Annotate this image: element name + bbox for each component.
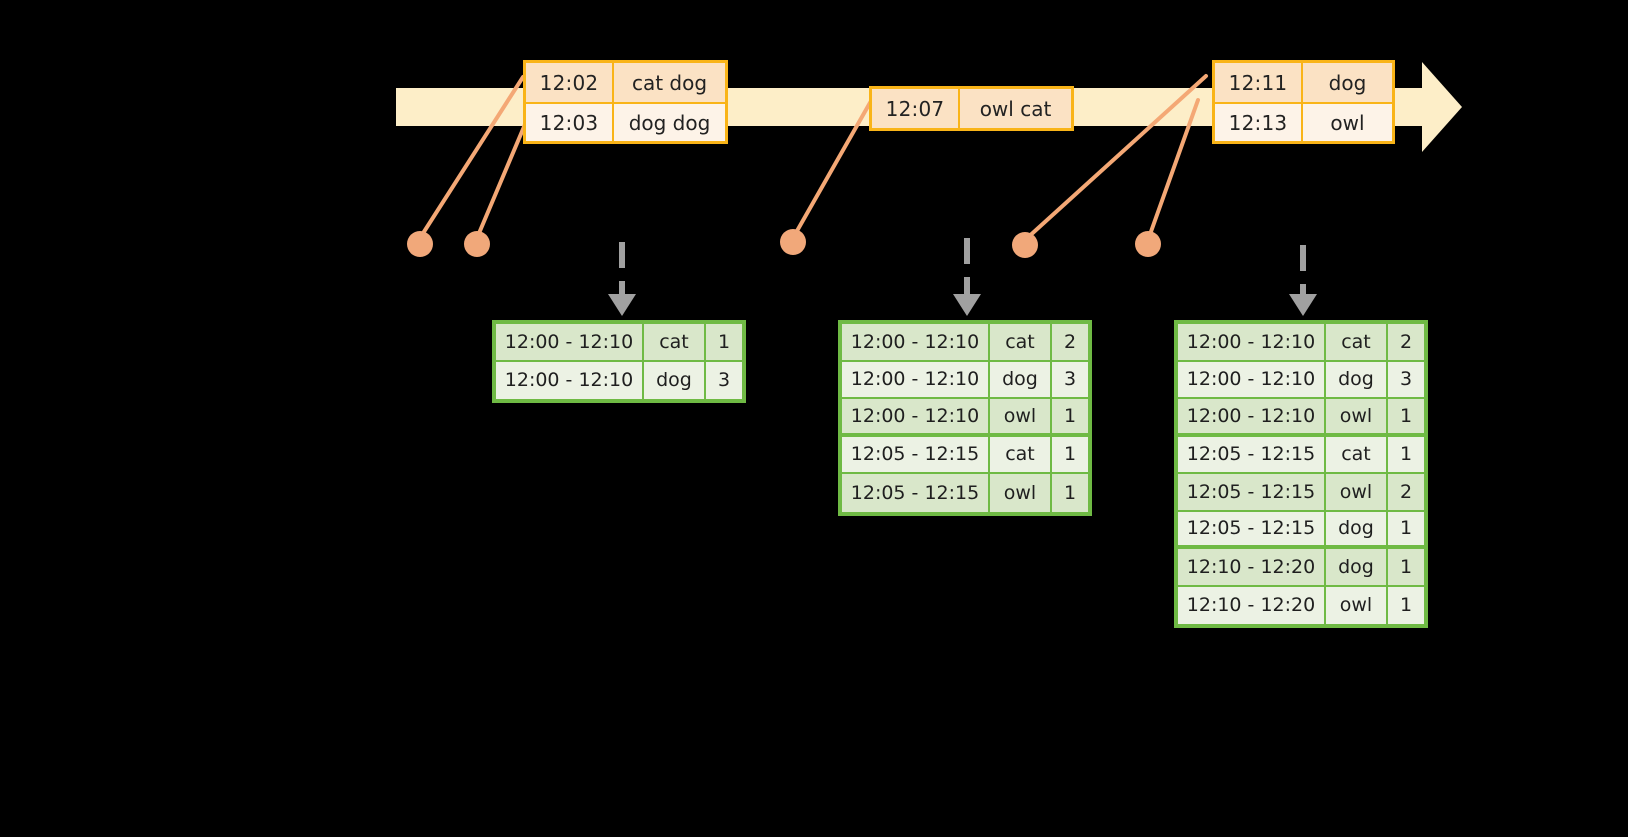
cell-window: 12:00 - 12:10 bbox=[1178, 361, 1326, 397]
table-row: 12:00 - 12:10 dog 3 bbox=[1178, 361, 1424, 399]
result-table-2[interactable]: 12:00 - 12:10 cat 2 12:00 - 12:10 dog 3 … bbox=[838, 320, 1092, 516]
event-time: 12:13 bbox=[1215, 104, 1303, 141]
event-box-3[interactable]: 12:11 dog 12:13 owl bbox=[1212, 60, 1395, 144]
dashed-arrow-head-icon-1 bbox=[608, 294, 636, 316]
event-box-1[interactable]: 12:02 cat dog 12:03 dog dog bbox=[523, 60, 728, 144]
dashed-arrow-heads bbox=[608, 294, 1317, 316]
event-time: 12:07 bbox=[872, 89, 960, 128]
cell-window: 12:05 - 12:15 bbox=[842, 474, 990, 512]
event-time: 12:02 bbox=[526, 63, 614, 102]
cell-count: 2 bbox=[1399, 480, 1413, 503]
cell-window: 12:00 - 12:10 bbox=[496, 361, 644, 399]
event-words: dog dog bbox=[628, 110, 711, 135]
event-row: 12:02 cat dog bbox=[526, 63, 725, 102]
table-row: 12:00 - 12:10 dog 3 bbox=[842, 361, 1088, 399]
table-row: 12:05 - 12:15 cat 1 bbox=[1178, 436, 1424, 474]
cell-window: 12:05 - 12:15 bbox=[1178, 511, 1326, 545]
event-row: 12:03 dog dog bbox=[526, 102, 725, 141]
dashed-arrows bbox=[619, 238, 1306, 296]
result-table-1[interactable]: 12:00 - 12:10 cat 1 12:00 - 12:10 dog 3 bbox=[492, 320, 746, 403]
event-time: 12:03 bbox=[526, 104, 614, 141]
cell-count: 1 bbox=[1399, 517, 1413, 540]
cell-count: 2 bbox=[1399, 330, 1413, 353]
cell-window: 12:05 - 12:15 bbox=[842, 436, 990, 472]
cell-word: dog bbox=[1326, 511, 1388, 545]
cell-word: dog bbox=[644, 361, 706, 399]
event-row: 12:11 dog bbox=[1215, 63, 1392, 102]
table-row: 12:00 - 12:10 dog 3 bbox=[496, 361, 742, 399]
cell-word: dog bbox=[1326, 549, 1388, 585]
dashed-arrow-head-icon-3 bbox=[1289, 294, 1317, 316]
connector-dot-2 bbox=[464, 231, 490, 257]
table-row: 12:05 - 12:15 dog 1 bbox=[1178, 511, 1424, 549]
cell-word: owl bbox=[990, 399, 1052, 433]
connector-line-1 bbox=[418, 75, 525, 240]
cell-word: owl bbox=[1326, 399, 1388, 433]
table-row: 12:05 - 12:15 cat 1 bbox=[842, 436, 1088, 474]
connector-line-5 bbox=[1146, 98, 1200, 242]
cell-count: 3 bbox=[1399, 368, 1413, 391]
cell-count: 1 bbox=[717, 330, 731, 353]
event-words: dog bbox=[1328, 70, 1367, 95]
cell-word: dog bbox=[990, 361, 1052, 397]
cell-window: 12:10 - 12:20 bbox=[1178, 586, 1326, 624]
table-row: 12:00 - 12:10 cat 2 bbox=[842, 324, 1088, 362]
table-row: 12:10 - 12:20 dog 1 bbox=[1178, 549, 1424, 587]
cell-count: 1 bbox=[1399, 443, 1413, 466]
result-table-3[interactable]: 12:00 - 12:10 cat 2 12:00 - 12:10 dog 3 … bbox=[1174, 320, 1428, 628]
event-words: cat dog bbox=[631, 70, 708, 95]
connector-dot-5 bbox=[1135, 231, 1161, 257]
cell-window: 12:00 - 12:10 bbox=[842, 399, 990, 433]
cell-count: 3 bbox=[1063, 368, 1077, 391]
cell-count: 2 bbox=[1063, 330, 1077, 353]
table-row: 12:10 - 12:20 owl 1 bbox=[1178, 586, 1424, 624]
cell-count: 1 bbox=[1399, 555, 1413, 578]
connector-dots bbox=[407, 229, 1161, 258]
cell-word: cat bbox=[990, 436, 1052, 472]
table-row: 12:05 - 12:15 owl 2 bbox=[1178, 474, 1424, 512]
cell-window: 12:05 - 12:15 bbox=[1178, 436, 1326, 472]
cell-count: 1 bbox=[1063, 481, 1077, 504]
cell-count: 1 bbox=[1399, 404, 1413, 427]
cell-window: 12:00 - 12:10 bbox=[496, 324, 644, 360]
dashed-arrow-head-icon-2 bbox=[953, 294, 981, 316]
cell-word: cat bbox=[1326, 436, 1388, 472]
event-words: owl bbox=[1330, 110, 1365, 135]
cell-window: 12:00 - 12:10 bbox=[842, 361, 990, 397]
cell-count: 1 bbox=[1399, 594, 1413, 617]
table-row: 12:05 - 12:15 owl 1 bbox=[842, 474, 1088, 512]
cell-word: owl bbox=[1326, 586, 1388, 624]
cell-window: 12:05 - 12:15 bbox=[1178, 474, 1326, 510]
cell-count: 3 bbox=[717, 369, 731, 392]
event-row: 12:07 owl cat bbox=[872, 89, 1071, 128]
table-row: 12:00 - 12:10 owl 1 bbox=[842, 399, 1088, 437]
cell-word: owl bbox=[1326, 474, 1388, 510]
cell-word: dog bbox=[1326, 361, 1388, 397]
table-row: 12:00 - 12:10 cat 2 bbox=[1178, 324, 1424, 362]
connector-dot-3 bbox=[780, 229, 806, 255]
cell-window: 12:00 - 12:10 bbox=[1178, 399, 1326, 433]
event-row: 12:13 owl bbox=[1215, 102, 1392, 141]
connector-dot-1 bbox=[407, 231, 433, 257]
event-words: owl cat bbox=[979, 96, 1052, 121]
cell-word: owl bbox=[990, 474, 1052, 512]
connector-dot-4 bbox=[1012, 232, 1038, 258]
event-time: 12:11 bbox=[1215, 63, 1303, 102]
event-box-2[interactable]: 12:07 owl cat bbox=[869, 86, 1074, 131]
cell-window: 12:00 - 12:10 bbox=[842, 324, 990, 360]
timeline-arrowhead-icon bbox=[1422, 62, 1462, 152]
cell-word: cat bbox=[1326, 324, 1388, 360]
connector-line-3 bbox=[791, 99, 873, 240]
cell-window: 12:10 - 12:20 bbox=[1178, 549, 1326, 585]
cell-count: 1 bbox=[1063, 443, 1077, 466]
cell-count: 1 bbox=[1063, 404, 1077, 427]
table-row: 12:00 - 12:10 owl 1 bbox=[1178, 399, 1424, 437]
cell-word: cat bbox=[990, 324, 1052, 360]
table-row: 12:00 - 12:10 cat 1 bbox=[496, 324, 742, 362]
cell-word: cat bbox=[644, 324, 706, 360]
cell-window: 12:00 - 12:10 bbox=[1178, 324, 1326, 360]
